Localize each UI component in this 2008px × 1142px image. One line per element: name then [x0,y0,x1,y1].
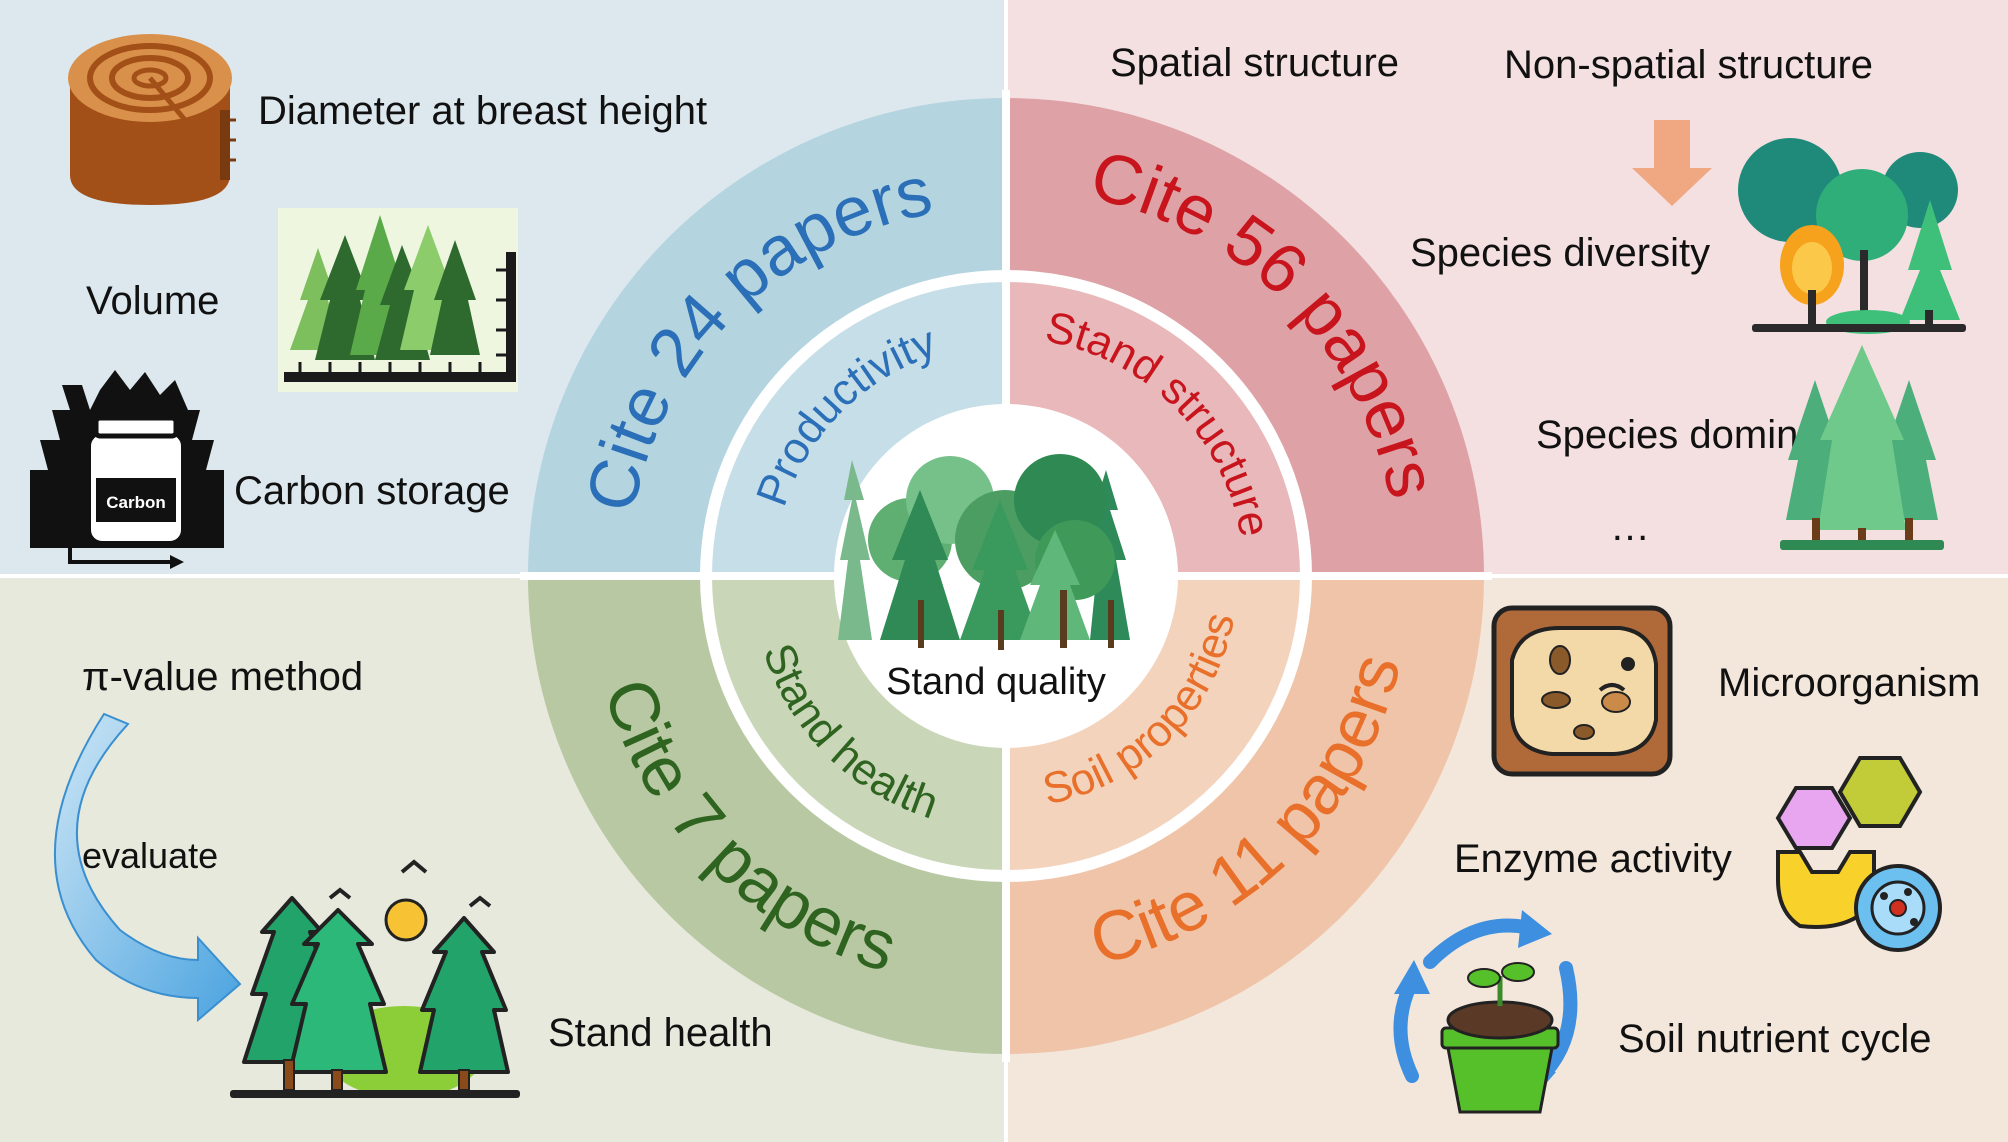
stand-health-item-label: Stand health [548,1011,773,1055]
tree-stump-icon [68,34,236,205]
carbon-storage-label: Carbon storage [234,469,510,513]
nutrient-cycle-icon [1393,910,1578,1114]
enzyme-activity-icon [1775,756,1942,952]
ellipsis-label: … [1610,505,1650,549]
microorganism-label: Microorganism [1718,661,1980,705]
evaluate-label: evaluate [82,835,218,876]
mixed-trees-icon [1738,138,1966,334]
species-diversity-label: Species diversity [1410,231,1710,275]
soil-nutrient-cycle-label: Soil nutrient cycle [1618,1017,1931,1061]
pi-value-method-label: π-value method [82,655,363,699]
center-label: Stand quality [886,661,1106,703]
non-spatial-structure-label: Non-spatial structure [1504,43,1873,87]
microorganism-icon [1491,605,1673,777]
diameter-label: Diameter at breast height [258,89,707,133]
spatial-structure-label: Spatial structure [1110,41,1399,85]
forest-volume-icon [278,208,518,392]
healthy-forest-icon [230,859,520,1098]
down-arrow-icon [1632,120,1712,206]
carbon-forest-icon: Carbon [30,370,224,569]
center-forest-icon [838,454,1130,650]
carbon-jar-label: Carbon [106,493,166,512]
enzyme-activity-label: Enzyme activity [1454,837,1732,881]
evaluate-arrow-icon [53,712,242,1023]
volume-label: Volume [86,279,219,323]
conifer-trees-icon [1780,345,1944,550]
